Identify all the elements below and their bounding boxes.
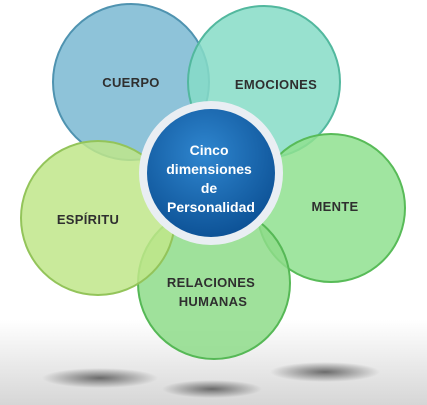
shadow-middle [162, 380, 262, 398]
label-espiritu-line: ESPÍRITU [57, 212, 119, 227]
label-relaciones-line-2: HUMANAS [179, 294, 248, 309]
label-mente-line: MENTE [312, 199, 359, 214]
label-emociones: EMOCIONES [235, 77, 317, 92]
label-cuerpo: CUERPO [102, 75, 159, 90]
label-cuerpo-line: CUERPO [102, 75, 159, 90]
center-label-line-3: de [201, 180, 218, 196]
center-circle [147, 109, 275, 237]
shadow-left [42, 368, 158, 388]
center-label: Cinco dimensiones de Personalidad [166, 142, 255, 215]
label-relaciones: RELACIONES HUMANAS [167, 275, 259, 309]
label-mente: MENTE [312, 199, 359, 214]
center-label-line-4: Personalidad [167, 199, 255, 215]
center-label-line-1: Cinco [190, 142, 229, 158]
shadow-right [270, 362, 380, 382]
label-relaciones-line-1: RELACIONES [167, 275, 255, 290]
center-label-line-2: dimensiones [166, 161, 252, 177]
label-espiritu: ESPÍRITU [57, 212, 119, 227]
label-emociones-line: EMOCIONES [235, 77, 317, 92]
